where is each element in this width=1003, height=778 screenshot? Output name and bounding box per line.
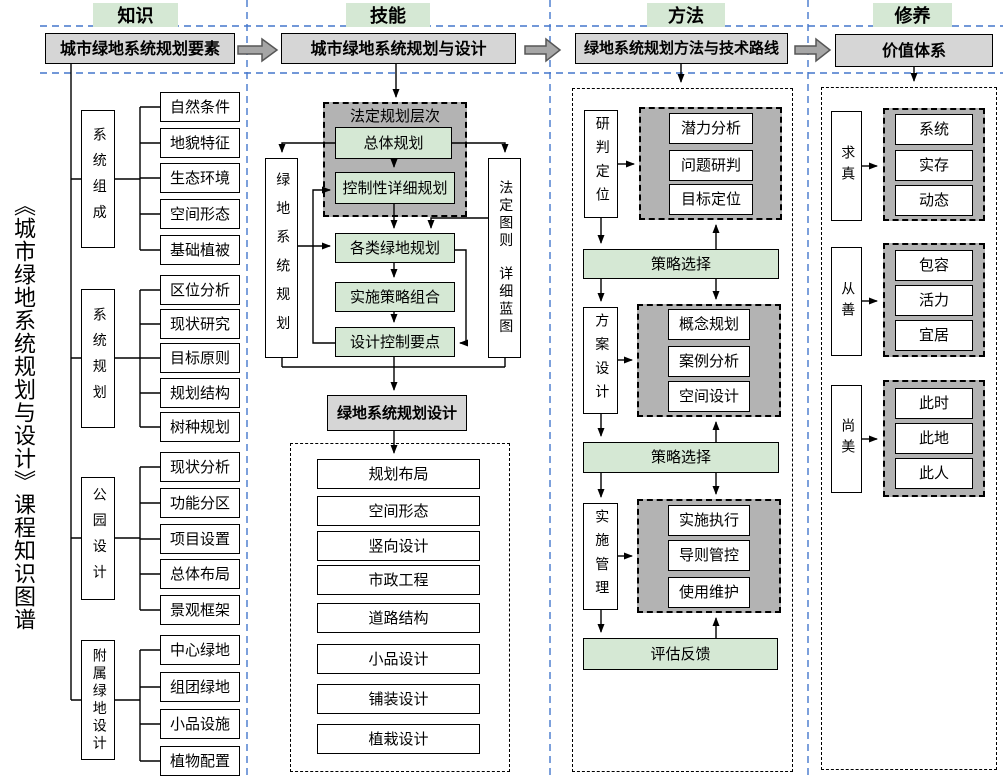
method-item: 导则管控 [668, 540, 750, 571]
knowledge-item: 现状分析 [160, 452, 240, 482]
skills-right-box-top: 法定图则 [497, 180, 514, 250]
legal-planning-title: 法定规划层次 [349, 106, 440, 125]
method-bridge: 策略选择 [583, 249, 779, 279]
design-item: 竖向设计 [317, 531, 480, 561]
header-skills: 技能 [346, 3, 430, 27]
knowledge-item: 基础植被 [160, 235, 240, 265]
cultivation-item: 宜居 [895, 320, 973, 351]
design-item: 植栽设计 [317, 724, 480, 754]
design-item: 铺装设计 [317, 684, 480, 714]
connector [281, 358, 506, 368]
cultivation-group-label: 从善 [831, 247, 862, 356]
cultivation-item: 动态 [895, 185, 973, 216]
knowledge-item: 自然条件 [160, 92, 240, 122]
knowledge-item: 现状研究 [160, 309, 240, 339]
tree-branch [115, 466, 160, 611]
cultivation-item: 活力 [895, 285, 973, 316]
method-item: 空间设计 [668, 381, 750, 412]
knowledge-item: 空间形态 [160, 199, 240, 229]
design-item: 市政工程 [317, 565, 480, 595]
skills-result-box: 绿地系统规划设计 [327, 395, 467, 431]
tree-branch [115, 649, 160, 762]
knowledge-item: 生态环境 [160, 163, 240, 193]
header-cultivation: 修养 [873, 3, 952, 27]
page-title: 《城市绿地系统规划与设计》课程知识图谱 [10, 193, 35, 631]
skills-right-box: 法定图则 详细蓝图 [488, 158, 521, 358]
knowledge-item: 中心绿地 [160, 635, 240, 665]
flow-arrow-icon [237, 37, 279, 63]
cultivation-item: 此时 [895, 388, 973, 419]
flow-arrow-icon [524, 37, 562, 63]
knowledge-item: 总体布局 [160, 559, 240, 589]
cultivation-item: 系统 [895, 114, 973, 145]
cultivation-item: 实存 [895, 150, 973, 181]
knowledge-item: 目标原则 [160, 343, 240, 373]
methods-top-box: 绿地系统规划方法与技术路线 [575, 33, 788, 64]
method-item: 潜力分析 [669, 113, 753, 144]
method-item: 案例分析 [668, 346, 750, 377]
cultivation-group-label: 尚美 [831, 385, 862, 493]
knowledge-top-box: 城市绿地系统规划要素 [45, 33, 235, 64]
method-bridge: 策略选择 [583, 442, 779, 473]
knowledge-item: 功能分区 [160, 488, 240, 518]
design-item: 道路结构 [317, 603, 480, 633]
tree-stub [71, 178, 81, 701]
knowledge-item: 地貌特征 [160, 128, 240, 158]
knowledge-item: 规划结构 [160, 378, 240, 408]
cultivation-group-label: 求真 [831, 111, 862, 221]
connector-arrow [455, 249, 468, 347]
skills-flow-box: 各类绿地规划 [335, 233, 455, 263]
method-stage-label: 研判定位 [584, 110, 618, 218]
method-bridge: 评估反馈 [583, 638, 778, 670]
knowledge-item: 植物配置 [160, 746, 240, 776]
design-item: 规划布局 [317, 459, 480, 489]
method-item: 概念规划 [668, 309, 750, 340]
legal-item: 总体规划 [335, 127, 452, 159]
header-knowledge: 知识 [93, 3, 178, 27]
knowledge-group-label: 附属绿地设计 [81, 640, 115, 760]
flow-arrow-icon [794, 37, 832, 63]
method-item: 使用维护 [668, 577, 750, 608]
knowledge-item: 树种规划 [160, 412, 240, 442]
header-methods: 方法 [647, 3, 725, 27]
design-item: 空间形态 [317, 496, 480, 526]
method-item: 目标定位 [669, 184, 753, 215]
knowledge-item: 小品设施 [160, 709, 240, 739]
skills-right-box-bottom: 详细蓝图 [497, 266, 514, 336]
skills-top-box: 城市绿地系统规划与设计 [281, 33, 516, 64]
knowledge-item: 组团绿地 [160, 672, 240, 702]
tree-branch [115, 106, 160, 251]
knowledge-group-label: 系统组成 [81, 110, 115, 248]
skills-flow-box: 实施策略组合 [335, 282, 455, 312]
tree-branch [115, 289, 160, 428]
cultivation-item: 包容 [895, 250, 973, 281]
skills-left-box: 绿地系统规划 [265, 158, 298, 358]
knowledge-item: 区位分析 [160, 275, 240, 305]
method-stage-label: 方案设计 [583, 307, 618, 414]
knowledge-group-label: 系统规划 [81, 289, 115, 428]
cultivation-item: 此人 [895, 458, 973, 489]
knowledge-group-label: 公园设计 [81, 477, 115, 600]
method-stage-label: 实施管理 [583, 503, 618, 610]
cultivation-item: 此地 [895, 423, 973, 454]
design-item: 小品设计 [317, 644, 480, 674]
cultivation-top-box: 价值体系 [835, 34, 993, 67]
method-item: 实施执行 [668, 505, 750, 536]
connector-arrow [427, 217, 488, 229]
method-item: 问题研判 [669, 150, 753, 181]
skills-flow-box: 设计控制要点 [335, 327, 455, 357]
knowledge-item: 景观框架 [160, 595, 240, 625]
legal-item: 控制性详细规划 [335, 172, 455, 204]
knowledge-item: 项目设置 [160, 524, 240, 554]
